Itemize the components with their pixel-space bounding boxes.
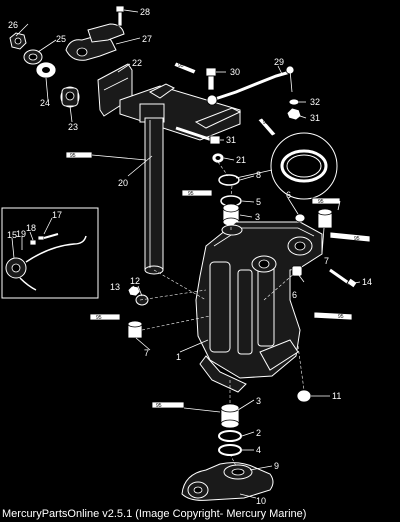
link-rod-29 bbox=[206, 65, 295, 106]
callout: 23 bbox=[68, 122, 78, 132]
callout: 11 bbox=[332, 391, 341, 401]
o-ring-8 bbox=[218, 174, 240, 186]
washer-4 bbox=[218, 444, 242, 456]
swivel-bracket-1 bbox=[195, 221, 323, 393]
lower-yoke-10 bbox=[181, 462, 274, 501]
callout: 15 bbox=[7, 230, 17, 240]
callout: 3 bbox=[255, 212, 260, 222]
lube-label: 95 bbox=[263, 120, 269, 126]
lube-label: 95 bbox=[178, 63, 184, 69]
callout: 7 bbox=[144, 348, 149, 358]
bushing-3-lower bbox=[220, 403, 240, 429]
callout: 8 bbox=[256, 170, 261, 180]
callout: 6 bbox=[292, 290, 297, 300]
callout: 17 bbox=[52, 210, 62, 220]
lube-label: 95 bbox=[318, 199, 324, 205]
screw-14 bbox=[329, 268, 358, 289]
bushing-7-right bbox=[317, 208, 333, 229]
plug-11 bbox=[296, 389, 312, 403]
magnified-seal-ring bbox=[235, 132, 338, 200]
plug-6-upper bbox=[294, 213, 306, 223]
callout: 22 bbox=[132, 58, 142, 68]
callout: 12 bbox=[130, 276, 140, 286]
bushing-7-left bbox=[127, 320, 143, 339]
nut-26 bbox=[9, 32, 27, 50]
bushing-23 bbox=[60, 86, 80, 108]
callout: 26 bbox=[8, 20, 18, 30]
washer-2 bbox=[218, 430, 242, 442]
callout: 13 bbox=[110, 282, 120, 292]
callout: 18 bbox=[26, 223, 36, 233]
callout: 14 bbox=[362, 277, 372, 287]
dashed-guide-lines bbox=[139, 161, 305, 467]
callout: 20 bbox=[118, 178, 128, 188]
callout: 25 bbox=[56, 34, 66, 44]
callout: 30 bbox=[230, 67, 240, 77]
lube-label: 95 bbox=[188, 191, 194, 197]
washer-24 bbox=[35, 61, 57, 79]
clamp-27 bbox=[65, 23, 125, 61]
callout: 19 bbox=[16, 229, 26, 239]
callout: 24 bbox=[40, 98, 50, 108]
lube-label: 95 bbox=[338, 314, 344, 320]
bolt-30 bbox=[205, 67, 217, 91]
steering-shaft-20 bbox=[144, 117, 164, 275]
washer-25 bbox=[23, 49, 43, 65]
callout: 6 bbox=[286, 190, 291, 200]
image-caption: MercuryPartsOnline v2.5.1 (Image Copyrig… bbox=[2, 508, 307, 520]
inset-tilt-sensor bbox=[1, 207, 99, 299]
plug-6-lower bbox=[291, 265, 303, 277]
callout: 10 bbox=[256, 496, 266, 506]
callout: 31 bbox=[310, 113, 320, 123]
washer-32 bbox=[288, 98, 300, 106]
callout: 28 bbox=[140, 7, 150, 17]
callout: 27 bbox=[142, 34, 152, 44]
callout-numbers: 1 2 3 3 4 5 6 6 7 7 8 9 10 11 12 13 14 1… bbox=[7, 7, 372, 506]
callout: 29 bbox=[274, 57, 284, 67]
washer-21 bbox=[211, 152, 225, 164]
leader-lines bbox=[11, 9, 361, 499]
steering-yoke bbox=[119, 83, 242, 141]
lube-label: 95 bbox=[96, 315, 102, 321]
lube-label: 95 bbox=[156, 403, 162, 409]
callout: 31 bbox=[226, 135, 236, 145]
callout: 2 bbox=[256, 428, 261, 438]
lube-tube bbox=[65, 61, 371, 409]
exploded-parts-diagram: 95 95 95 95 95 95 95 95 95 1 2 3 3 4 5 6… bbox=[1, 5, 372, 506]
callout: 7 bbox=[324, 256, 329, 266]
lube-label: 95 bbox=[354, 236, 360, 242]
callout: 5 bbox=[256, 197, 261, 207]
callout: 4 bbox=[256, 445, 261, 455]
lube-label: 95 bbox=[70, 153, 76, 159]
callout: 1 bbox=[176, 352, 181, 362]
bolt-28 bbox=[115, 5, 125, 27]
callout: 9 bbox=[274, 461, 279, 471]
lube-labels: 95 95 95 95 95 95 95 95 95 bbox=[70, 63, 360, 409]
callout: 21 bbox=[236, 155, 246, 165]
callout: 3 bbox=[256, 396, 261, 406]
nut-31-right bbox=[286, 107, 302, 121]
callout: 32 bbox=[310, 97, 320, 107]
